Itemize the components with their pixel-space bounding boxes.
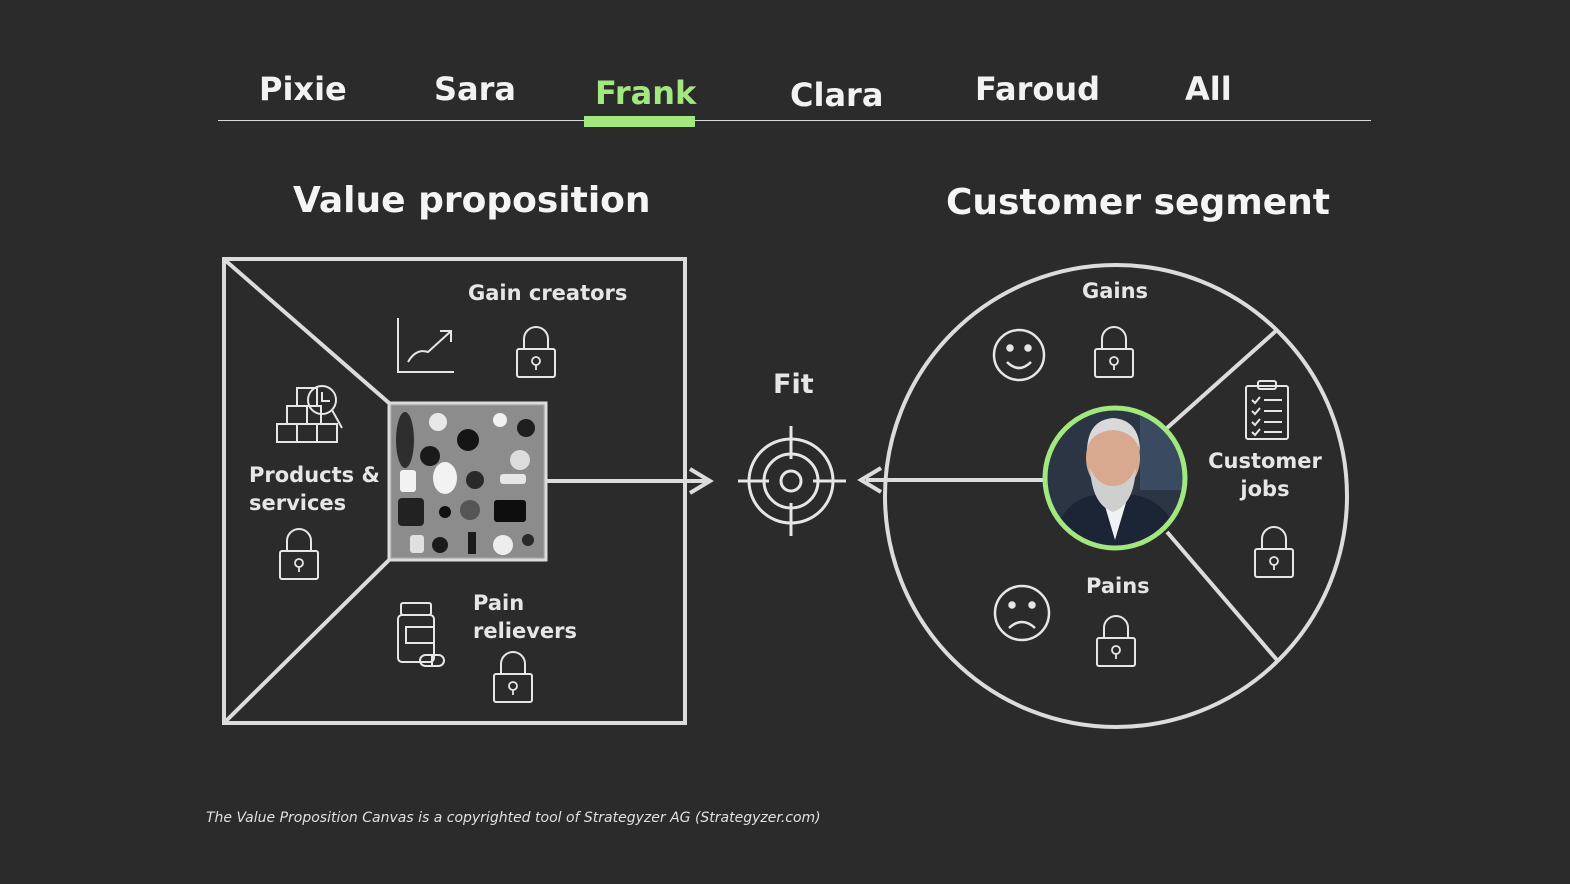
customer-circle [883, 263, 1349, 729]
medicine-bottle-icon [397, 602, 445, 667]
lock-icon[interactable] [279, 528, 319, 580]
lock-icon[interactable] [516, 326, 556, 378]
tab-faroud[interactable]: Faroud [975, 70, 1101, 108]
fit-label: Fit [773, 369, 814, 400]
pain-relievers-label-line2: relievers [473, 619, 577, 643]
tab-all[interactable]: All [1185, 70, 1232, 108]
active-tab-indicator [584, 116, 695, 127]
customer-jobs-label-line1: Customer [1208, 449, 1322, 473]
tab-bar: Pixie Sara Frank Clara Faroud All [218, 60, 1371, 127]
lock-icon[interactable] [1096, 615, 1136, 667]
fit-connector: Fit [546, 369, 1046, 536]
value-proposition-canvas: Gain creators Products & services [222, 257, 687, 725]
products-services-label-line2: services [249, 491, 346, 515]
target-icon [738, 426, 846, 536]
boxes-search-icon [276, 385, 343, 443]
chart-trend-icon [397, 318, 454, 373]
tab-frank[interactable]: Frank [595, 74, 697, 112]
value-proposition-heading: Value proposition [293, 180, 651, 221]
lock-icon[interactable] [1094, 326, 1134, 378]
tab-divider [218, 120, 1371, 121]
lock-icon[interactable] [1254, 526, 1294, 578]
products-image [387, 401, 548, 562]
tab-sara[interactable]: Sara [434, 70, 517, 108]
pain-relievers-label-line1: Pain [473, 591, 524, 615]
diagonal-top [224, 259, 391, 405]
lock-icon[interactable] [493, 651, 533, 703]
tab-pixie[interactable]: Pixie [259, 70, 347, 108]
products-services-label-line1: Products & [249, 463, 380, 487]
value-map-square [222, 257, 687, 725]
copyright-footer: The Value Proposition Canvas is a copyri… [206, 810, 821, 826]
gains-label: Gains [1082, 279, 1148, 303]
frown-icon [993, 584, 1051, 642]
customer-profile-canvas: Gains Customer jobs Pains [883, 263, 1349, 729]
customer-segment-heading: Customer segment [946, 182, 1331, 223]
clipboard-checklist-icon [1245, 380, 1289, 440]
customer-jobs-label-line2: jobs [1239, 477, 1289, 501]
avatar[interactable] [1042, 405, 1188, 551]
gain-creators-label: Gain creators [468, 281, 627, 305]
tab-clara[interactable]: Clara [790, 76, 884, 114]
diagonal-bottom [224, 558, 391, 723]
smile-icon [992, 328, 1046, 382]
pains-label: Pains [1086, 574, 1150, 598]
